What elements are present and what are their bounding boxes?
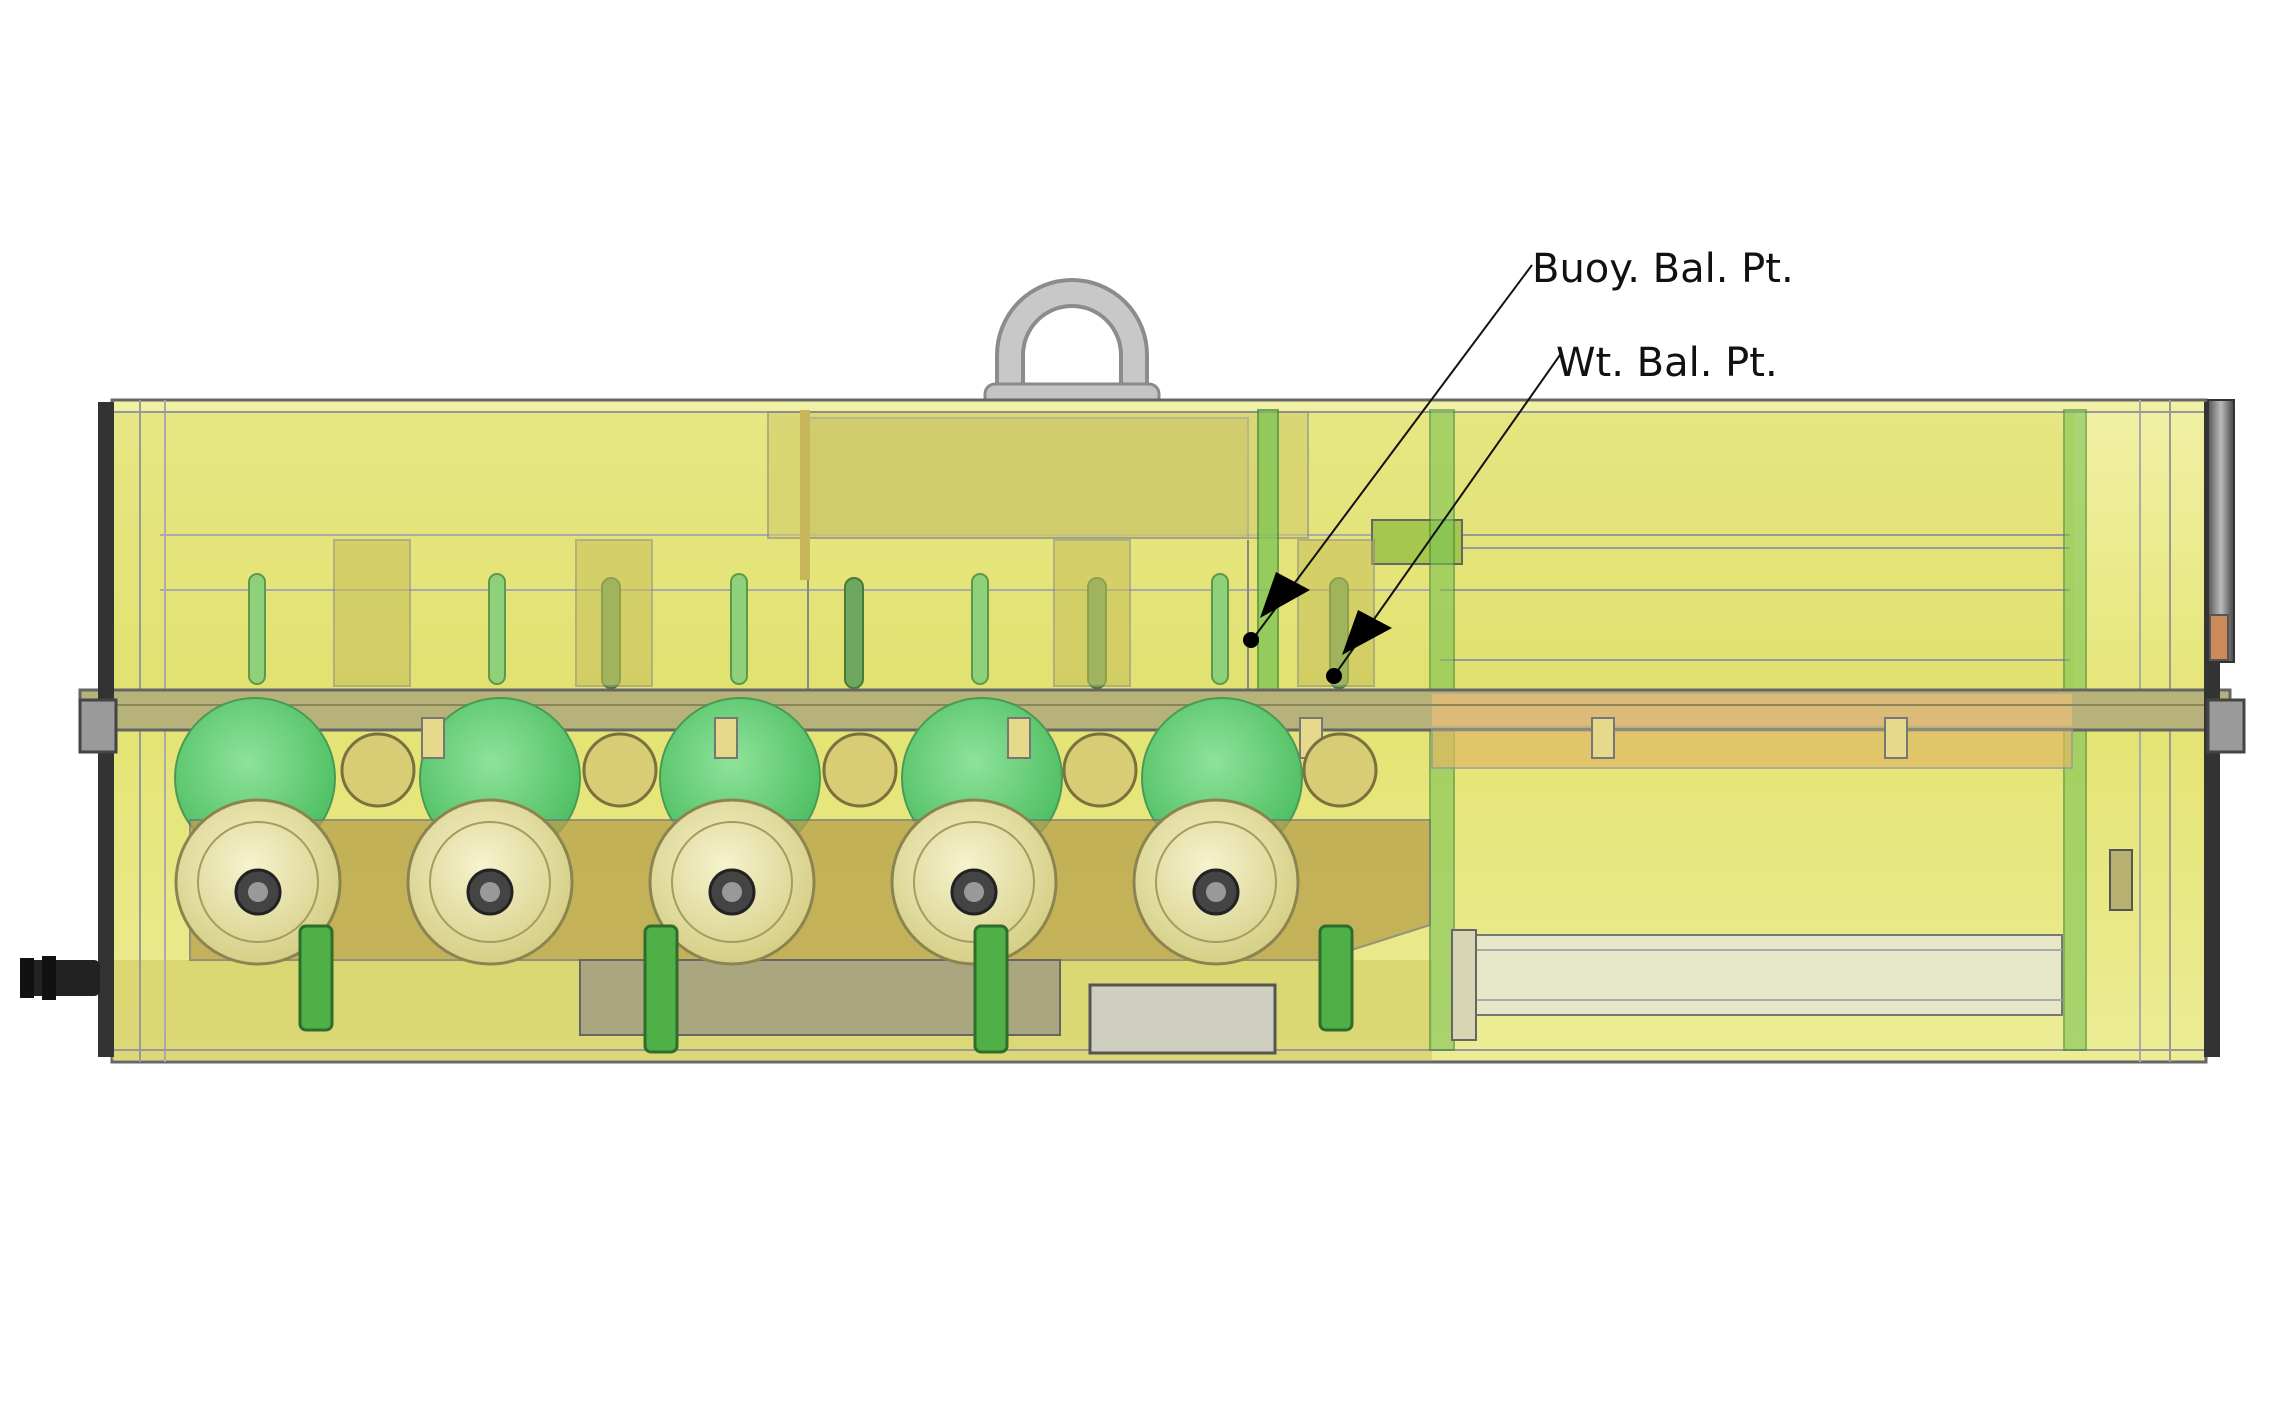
wheel-5 bbox=[1132, 798, 1300, 966]
buoyancy-point bbox=[1243, 632, 1259, 648]
buoyancy-callout-label: Buoy. Bal. Pt. bbox=[1532, 246, 1794, 292]
buoyancy-leader-line bbox=[1251, 264, 1533, 641]
wheel-3 bbox=[648, 798, 816, 966]
end-caps bbox=[78, 399, 2246, 1057]
buoyancy-pointer bbox=[1260, 572, 1310, 618]
balance-markers bbox=[1243, 264, 1561, 684]
wheel-2 bbox=[406, 798, 574, 966]
wheel-1 bbox=[174, 798, 342, 966]
lifting-bail bbox=[983, 278, 1161, 410]
lower-brackets bbox=[298, 924, 1354, 1054]
weight-callout-label: Wt. Bal. Pt. bbox=[1556, 340, 1778, 386]
hose-connector bbox=[20, 956, 100, 1000]
weight-point bbox=[1326, 668, 1342, 684]
rail-clamps bbox=[340, 717, 1908, 808]
battery-cylinder bbox=[1451, 849, 2133, 1041]
weight-pointer bbox=[1342, 610, 1392, 655]
upper-rods bbox=[248, 539, 1375, 689]
wheel-4 bbox=[890, 798, 1058, 966]
wheels bbox=[174, 798, 1300, 966]
